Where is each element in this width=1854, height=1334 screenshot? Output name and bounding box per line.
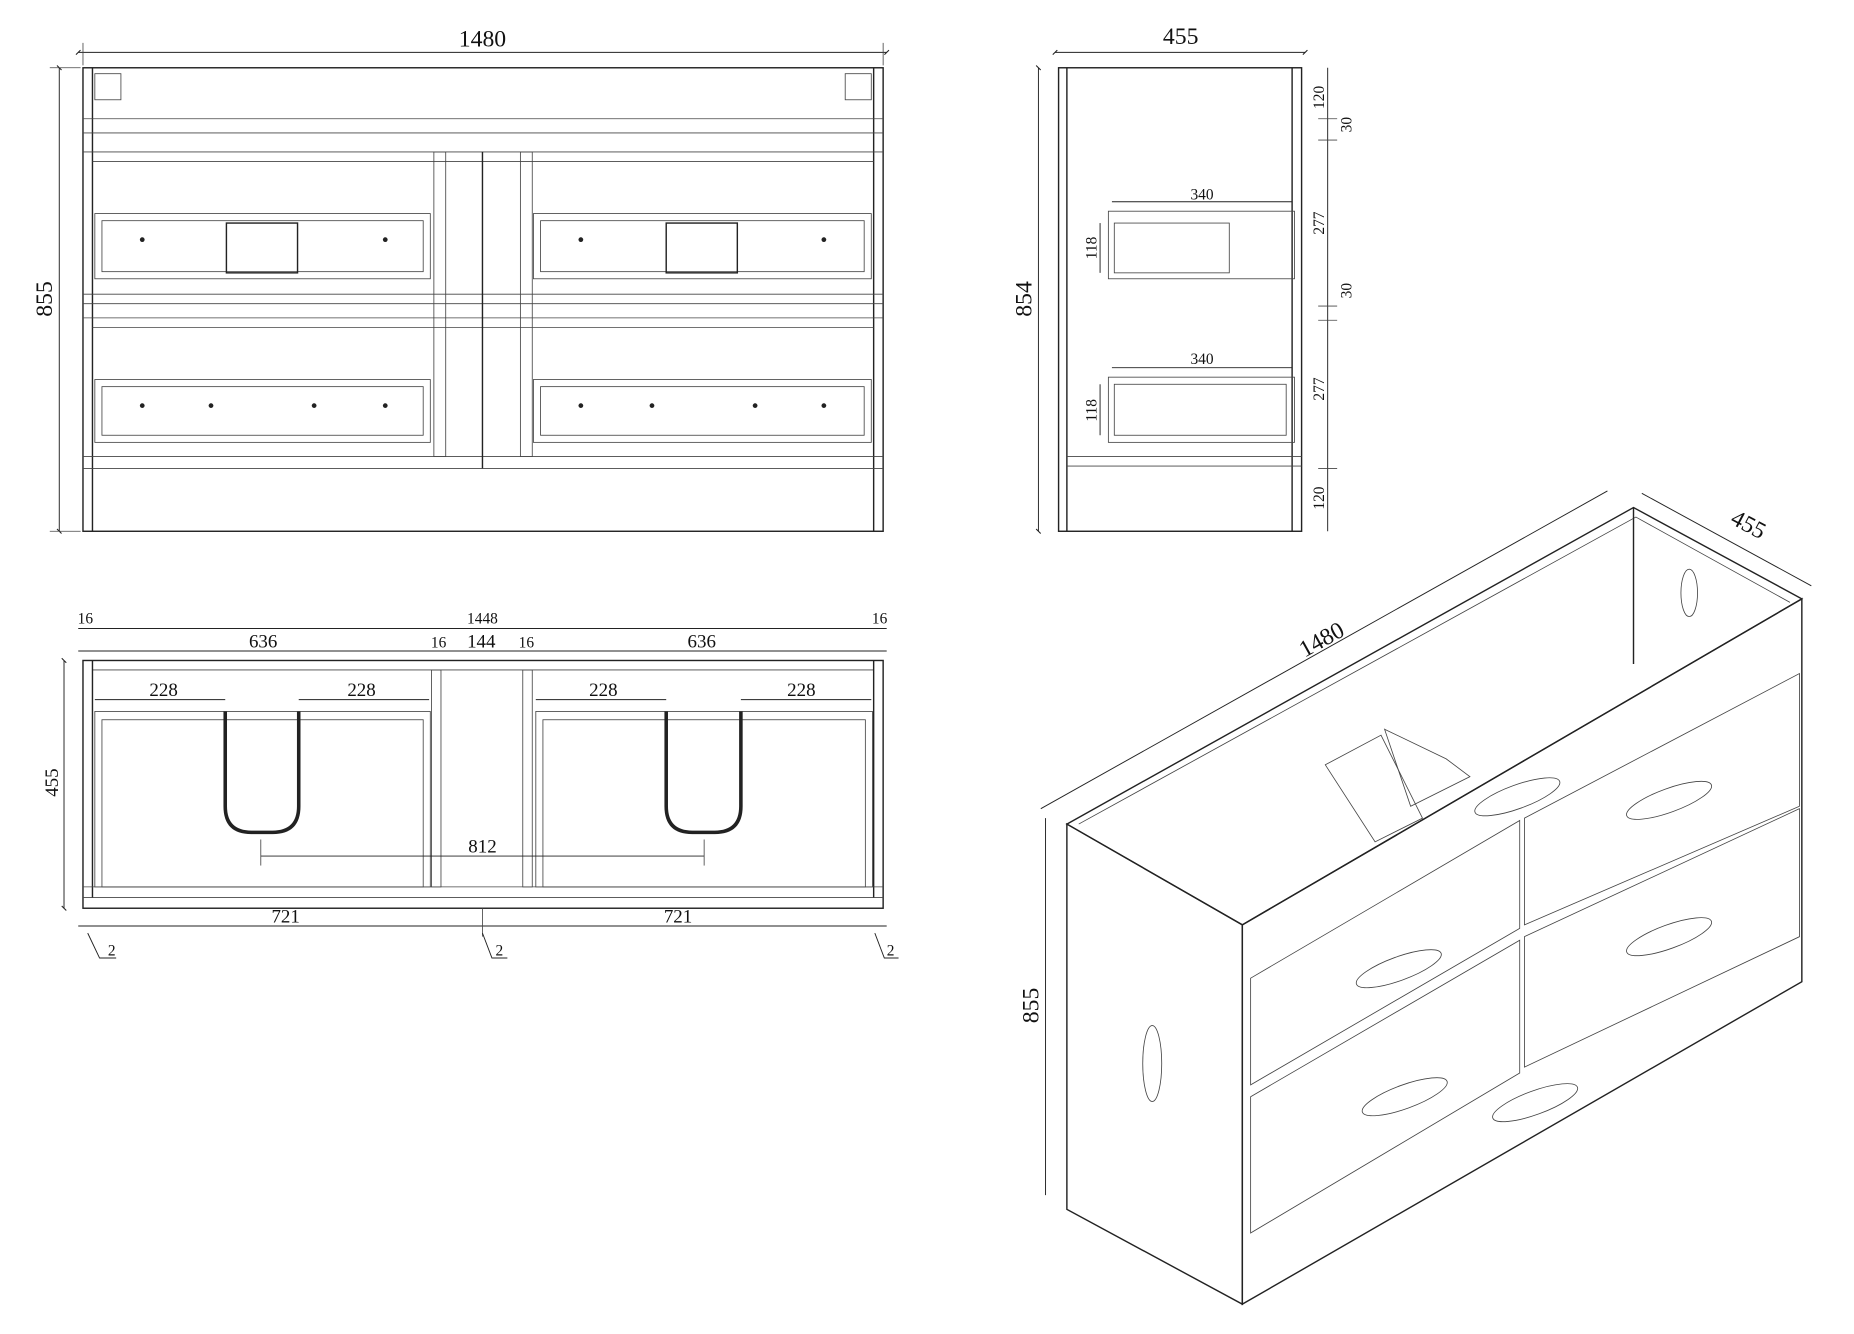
iso-depth-label: 455 (1726, 505, 1770, 545)
overall-inner-label: 1448 (467, 611, 498, 628)
front-height-label: 855 (32, 281, 58, 317)
panel-b-label: 16 (519, 634, 535, 651)
sink-spacing-label: 812 (468, 837, 496, 858)
plan-depth-label: 455 (42, 768, 63, 796)
side-height-label: 854 (1011, 281, 1037, 317)
cutout-2-label: 228 (347, 680, 375, 701)
isometric-view: 1480 455 855 (1018, 490, 1812, 1306)
cutout-1-label: 228 (149, 680, 177, 701)
drawer-bottom-width-label: 340 (1190, 351, 1213, 368)
drawer-bottom-box-label: 118 (1084, 399, 1101, 422)
drawer-top-width-label: 340 (1190, 186, 1213, 203)
gap-label-2: 2 (496, 943, 504, 960)
side-depth-label: 455 (1163, 24, 1199, 50)
front-width-label: 1480 (459, 26, 506, 52)
gap-top-label: 30 (1338, 117, 1355, 133)
gap-label-3: 2 (887, 943, 895, 960)
top-rail-label: 120 (1311, 86, 1328, 109)
side-view: 455 854 340 340 118 118 120 30 277 30 27… (1011, 24, 1355, 534)
gap-mid-label: 30 (1338, 283, 1355, 299)
panel-a-label: 16 (431, 634, 447, 651)
iso-width-label: 1480 (1295, 617, 1349, 663)
drawer-bottom-height-label: 277 (1311, 377, 1328, 400)
half-right-label: 721 (664, 906, 692, 927)
bottom-rail-label: 120 (1311, 486, 1328, 509)
iso-height-label: 855 (1018, 988, 1044, 1024)
drawer-top-height-label: 277 (1311, 211, 1328, 234)
bay-right-label: 636 (688, 631, 716, 652)
bay-left-label: 636 (249, 631, 277, 652)
front-view: 1480 855 (32, 26, 890, 534)
cutout-4-label: 228 (787, 680, 815, 701)
gap-label-1: 2 (108, 943, 116, 960)
center-gap-label: 144 (467, 631, 496, 652)
plan-view: 16 1448 16 636 16 144 16 636 228 228 228… (42, 611, 899, 960)
drawer-top-box-label: 118 (1084, 236, 1101, 259)
edge-right-label: 16 (872, 611, 888, 628)
cutout-3-label: 228 (589, 680, 617, 701)
half-left-label: 721 (271, 906, 299, 927)
edge-left-label: 16 (78, 611, 94, 628)
